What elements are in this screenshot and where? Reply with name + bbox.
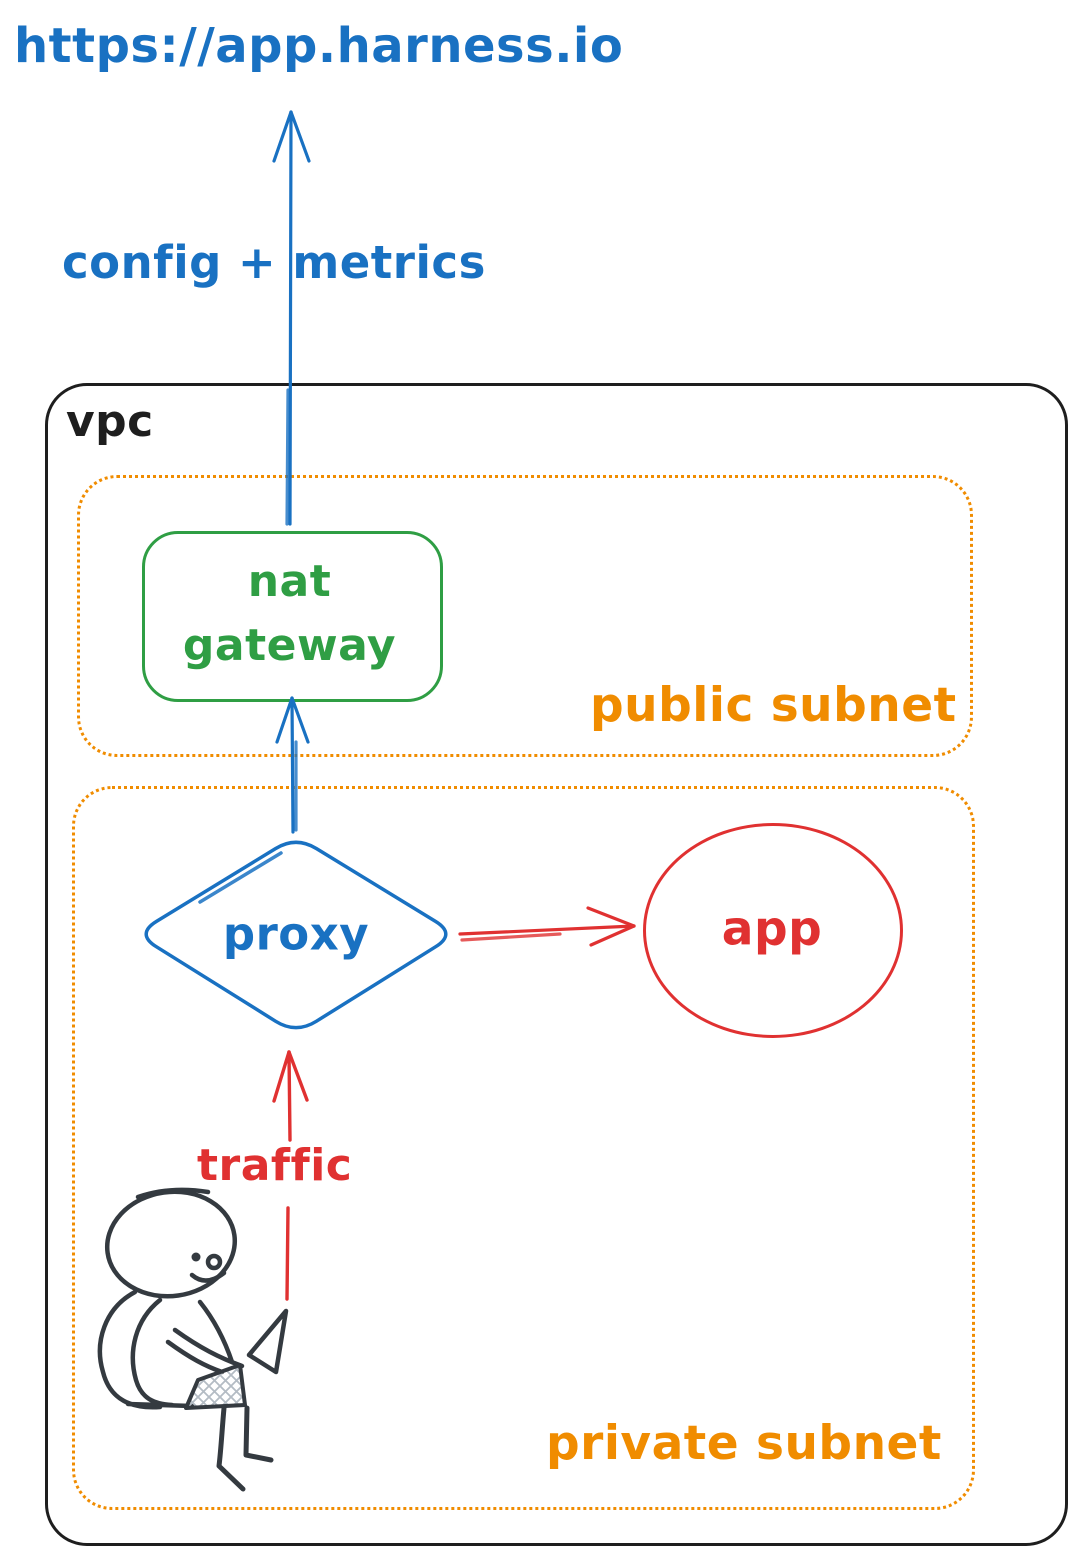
config-metrics-label: config + metrics: [62, 236, 486, 289]
nat-gateway-label-text: nat gateway: [182, 555, 397, 671]
nat-gateway-label: nat gateway: [142, 531, 437, 696]
private-subnet-label: private subnet: [546, 1416, 942, 1471]
public-subnet-label: public subnet: [590, 678, 957, 733]
vpc-box: [45, 383, 1068, 1546]
external-url-label: https://app.harness.io: [14, 18, 624, 74]
proxy-label: proxy: [222, 907, 370, 961]
app-circle: [643, 823, 903, 1038]
private-subnet-box: [72, 786, 975, 1510]
traffic-label: traffic: [197, 1140, 353, 1191]
public-subnet-box: [77, 475, 973, 757]
app-label: app: [721, 901, 823, 957]
vpc-label: vpc: [66, 396, 154, 447]
